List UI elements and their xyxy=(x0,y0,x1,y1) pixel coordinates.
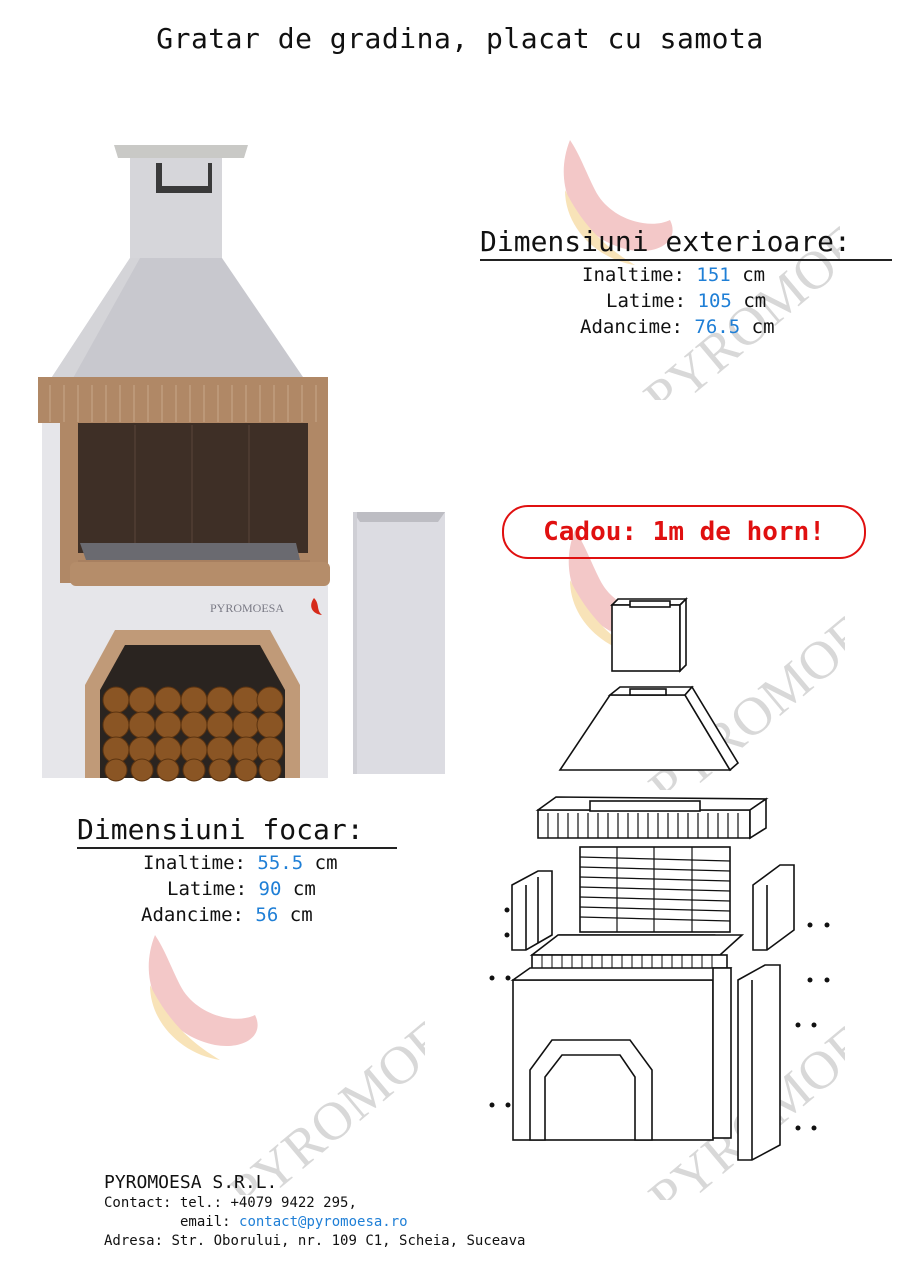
dim-value: 151 xyxy=(696,264,731,286)
firebox-dimensions-heading: Dimensiuni focar: xyxy=(77,813,397,849)
contact-phone-line: Contact: tel.: +4079 9422 295, xyxy=(104,1194,525,1213)
address-line: Adresa: Str. Oborului, nr. 109 C1, Schei… xyxy=(104,1232,525,1251)
contact-email-line: email: contact@pyromoesa.ro xyxy=(104,1213,525,1232)
dim-value: 76.5 xyxy=(694,316,741,338)
company-name: PYROMOESA S.R.L. xyxy=(104,1172,278,1193)
exterior-dimensions-heading: Dimensiuni exterioare: xyxy=(480,225,892,261)
dim-value: 105 xyxy=(697,290,732,312)
watermark-logo-bottom-left: PYROMOESA xyxy=(148,935,425,1195)
exterior-depth-row: Adancime: 76.5 cm xyxy=(580,314,892,340)
dim-value: 55.5 xyxy=(257,852,304,874)
dim-label: Adancime: xyxy=(141,904,244,926)
firebox-width-row: Latime: 90 cm xyxy=(143,876,397,902)
page-title: Gratar de gradina, placat cu samota xyxy=(156,22,764,55)
address-value: Str. Oborului, nr. 109 C1, Scheia, Sucea… xyxy=(171,1233,526,1249)
firebox-depth-row: Adancime: 56 cm xyxy=(141,902,397,928)
dim-value: 56 xyxy=(255,904,279,926)
email-link[interactable]: contact@pyromoesa.ro xyxy=(239,1214,408,1230)
dim-label: Inaltime: xyxy=(582,264,685,286)
firebox-dimensions-block: Dimensiuni focar: Inaltime: 55.5 cm Lati… xyxy=(77,813,397,928)
dim-unit: cm xyxy=(289,904,313,926)
phone-number: +4079 9422 295, xyxy=(230,1195,357,1211)
company-footer: PYROMOESA S.R.L. Contact: tel.: +4079 94… xyxy=(104,1172,525,1251)
contact-label: Contact: tel.: xyxy=(104,1195,223,1211)
svg-text:PYROMOESA: PYROMOESA xyxy=(210,601,284,615)
dim-unit: cm xyxy=(743,290,767,312)
svg-text:PYROMOESA: PYROMOESA xyxy=(218,964,425,1195)
dim-value: 90 xyxy=(258,878,282,900)
dim-unit: cm xyxy=(751,316,775,338)
dim-label: Latime: xyxy=(606,290,687,312)
exterior-dimensions-block: Dimensiuni exterioare: Inaltime: 151 cm … xyxy=(480,225,892,340)
exploded-assembly-diagram xyxy=(489,597,830,1161)
dim-unit: cm xyxy=(314,852,338,874)
gift-badge: Cadou: 1m de horn! xyxy=(502,505,866,559)
dim-label: Inaltime: xyxy=(143,852,246,874)
exterior-height-row: Inaltime: 151 cm xyxy=(582,262,892,288)
dim-label: Adancime: xyxy=(580,316,683,338)
exterior-width-row: Latime: 105 cm xyxy=(582,288,892,314)
dim-unit: cm xyxy=(292,878,316,900)
grill-render-image: PYROMOESA xyxy=(38,145,445,782)
address-label: Adresa: xyxy=(104,1233,164,1249)
dim-label: Latime: xyxy=(167,878,248,900)
firebox-height-row: Inaltime: 55.5 cm xyxy=(143,850,397,876)
dim-unit: cm xyxy=(742,264,766,286)
email-label: email: xyxy=(180,1214,231,1230)
